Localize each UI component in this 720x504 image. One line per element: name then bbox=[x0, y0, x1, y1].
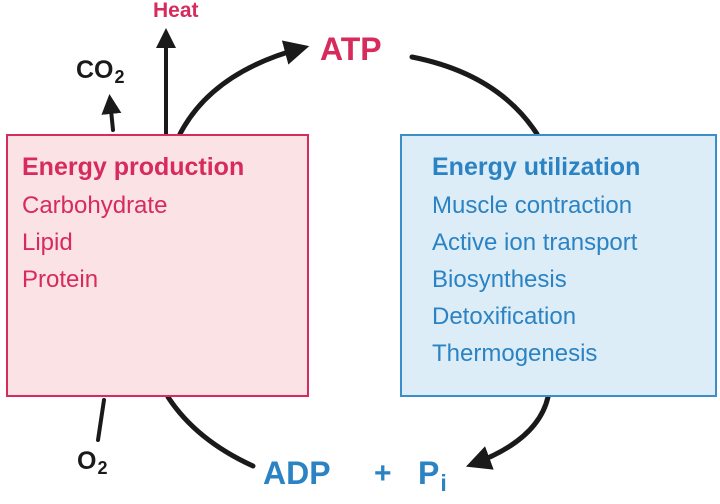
utilization-item-biosynthesis: Biosynthesis bbox=[432, 266, 567, 293]
utilization-item-active-ion-transport: Active ion transport bbox=[432, 229, 638, 256]
energy-production-title: Energy production bbox=[22, 153, 245, 181]
energy-utilization-box: Energy utilization Muscle contraction Ac… bbox=[400, 134, 717, 397]
energy-production-box: Energy production Carbohydrate Lipid Pro… bbox=[6, 134, 309, 397]
utilization-item-muscle-contraction: Muscle contraction bbox=[432, 192, 633, 219]
arrow-utilization-to-pi bbox=[465, 394, 551, 470]
co2-subscript: 2 bbox=[114, 67, 125, 88]
co2-label: CO2 bbox=[76, 56, 125, 88]
co2-main-text: CO bbox=[76, 56, 114, 84]
pi-label: Pi bbox=[418, 455, 447, 496]
arc-adp-to-production bbox=[165, 394, 256, 469]
utilization-item-thermogenesis: Thermogenesis bbox=[432, 340, 598, 367]
production-item-protein: Protein bbox=[22, 266, 99, 293]
utilization-item-detoxification: Detoxification bbox=[432, 303, 577, 330]
production-item-lipid: Lipid bbox=[22, 229, 73, 256]
o2-label: O2 bbox=[77, 447, 108, 479]
production-item-carbohydrate: Carbohydrate bbox=[22, 192, 168, 219]
arrow-production-to-atp bbox=[177, 40, 310, 137]
pi-main-text: P bbox=[418, 455, 440, 491]
heat-label: Heat bbox=[153, 0, 199, 22]
arrow-co2 bbox=[101, 94, 122, 132]
o2-main-text: O bbox=[77, 447, 97, 475]
plus-sign: + bbox=[374, 457, 392, 490]
pi-subscript: i bbox=[440, 469, 447, 496]
line-o2 bbox=[96, 398, 106, 442]
arc-atp-to-utilization bbox=[409, 54, 540, 137]
adp-label: ADP bbox=[263, 455, 331, 491]
atp-label: ATP bbox=[320, 31, 382, 67]
o2-subscript: 2 bbox=[97, 458, 108, 479]
energy-utilization-title: Energy utilization bbox=[432, 153, 641, 181]
